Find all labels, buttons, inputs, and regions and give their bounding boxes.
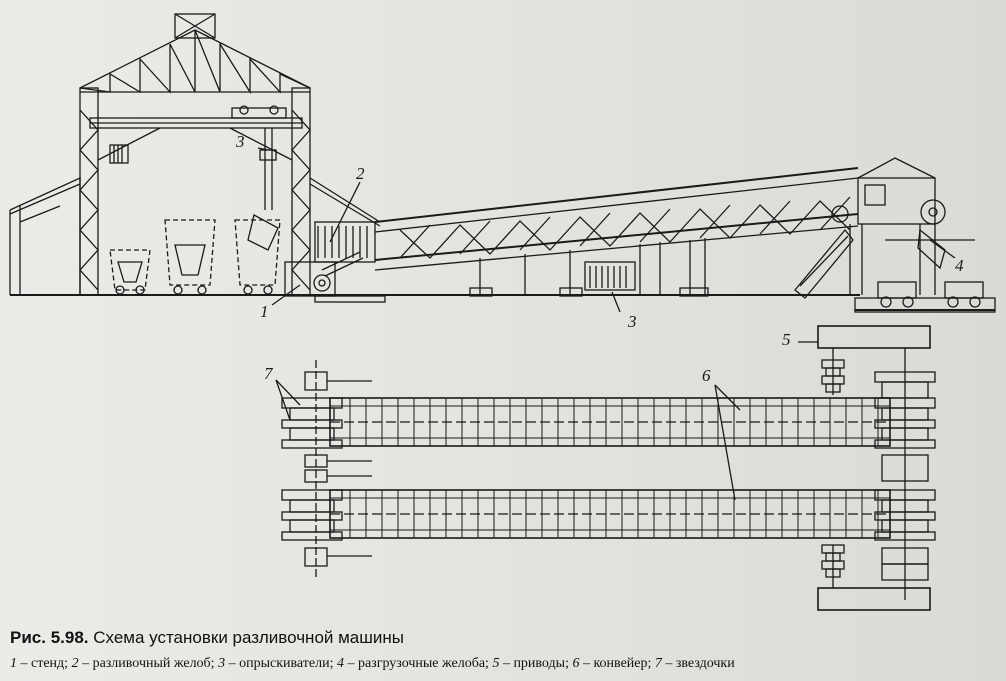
legend-item-number: 4 bbox=[336, 656, 344, 671]
conveyor-strand-lower bbox=[329, 489, 891, 539]
legend-item-text: – стенд; bbox=[17, 656, 72, 671]
legend-item-text: – разгрузочные желоба; bbox=[343, 656, 493, 671]
legend-item-number: 2 bbox=[71, 656, 79, 671]
conveyor-moulds bbox=[330, 398, 890, 538]
legend-item: 2 – разливочный желоб; bbox=[72, 656, 219, 671]
legend-item-text: – опрыскиватели; bbox=[225, 656, 337, 671]
figure-title: Схема установки разливочной машины bbox=[93, 628, 405, 647]
legend-item-text: – конвейер; bbox=[579, 656, 655, 671]
conveyor-strand-upper bbox=[329, 397, 891, 447]
callout-6: 6 bbox=[702, 366, 711, 385]
lean-to-shed bbox=[9, 176, 81, 295]
callout-5: 5 bbox=[782, 330, 791, 349]
legend-item-number: 1 bbox=[10, 656, 17, 671]
tail-sprockets bbox=[281, 360, 372, 580]
legend-item-number: 6 bbox=[572, 656, 580, 671]
legend-item-number: 3 bbox=[218, 656, 226, 671]
legend-item-text: – разливочный желоб; bbox=[78, 656, 219, 671]
callout-4: 4 bbox=[955, 256, 964, 275]
legend-item-text: – звездочки bbox=[661, 656, 735, 671]
cast-house-building bbox=[79, 13, 381, 296]
legend-item-text: – приводы; bbox=[499, 656, 573, 671]
legend-item-number: 5 bbox=[492, 656, 500, 671]
plan-view bbox=[275, 325, 936, 611]
side-elevation bbox=[9, 13, 996, 313]
callout-1: 1 bbox=[260, 302, 269, 321]
legend-item: 1 – стенд; bbox=[10, 656, 72, 671]
legend-item: 6 – конвейер; bbox=[572, 656, 654, 671]
head-sprockets bbox=[821, 359, 936, 581]
pouring-stand bbox=[284, 221, 386, 303]
inclined-conveyor bbox=[374, 167, 859, 297]
figure-label: Рис. 5.98. bbox=[10, 628, 89, 647]
figure-caption: Рис. 5.98. Схема установки разливочной м… bbox=[10, 628, 404, 648]
callout-3: 3 bbox=[628, 312, 637, 331]
callout-7: 7 bbox=[264, 364, 273, 383]
figure-legend: 1 – стенд; 2 – разливочный желоб; 3 – оп… bbox=[10, 656, 735, 672]
legend-item: 5 – приводы; bbox=[492, 656, 572, 671]
callout-2: 2 bbox=[356, 164, 365, 183]
legend-item: 4 – разгрузочные желоба; bbox=[337, 656, 492, 671]
legend-item: 3 – опрыскиватели; bbox=[218, 656, 337, 671]
legend-item: 7 – звездочки bbox=[655, 656, 735, 671]
callout-3-crane: 3 bbox=[236, 132, 245, 151]
legend-item-number: 7 bbox=[654, 656, 662, 671]
